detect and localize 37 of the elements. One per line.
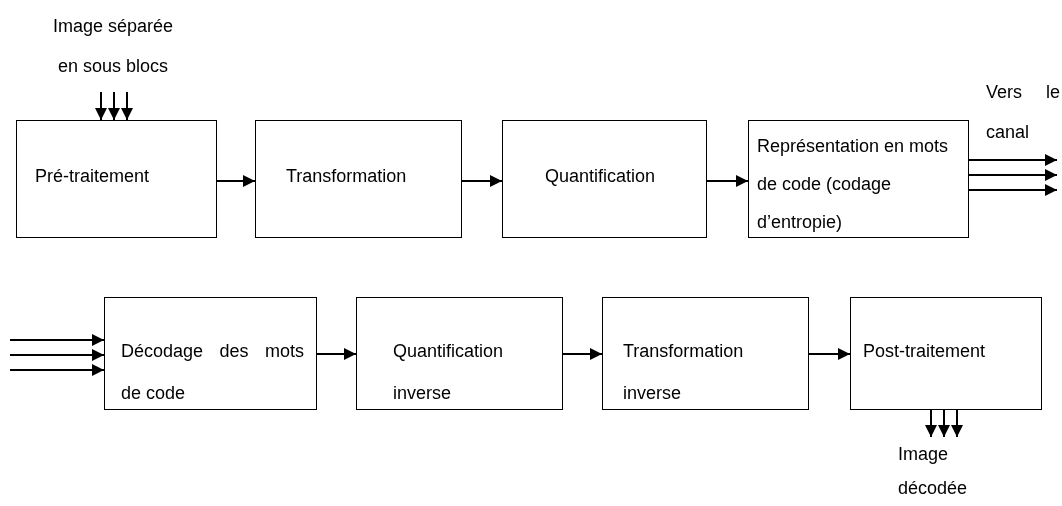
arrow [316, 348, 357, 360]
note-label: Vers le canal [986, 81, 1060, 144]
box-label: Quantification inverse [393, 340, 505, 405]
text-label: Image séparée en sous blocs [48, 6, 178, 92]
arrow [9, 364, 105, 376]
box-label: Transformation inverse [623, 340, 745, 405]
process-box [16, 120, 217, 238]
process-box [748, 120, 969, 238]
arrow [9, 334, 105, 346]
arrow [95, 91, 107, 121]
arrow [808, 348, 851, 360]
box-label: Pré-traitement [35, 165, 151, 188]
box-label: Transformation [286, 165, 408, 188]
process-box [602, 297, 809, 410]
box-label: Représentation en mots de code (codage d’entropie) [757, 135, 950, 234]
arrow [968, 154, 1058, 166]
arrow [562, 348, 603, 360]
arrow [9, 349, 105, 361]
arrow [461, 175, 503, 187]
arrow [968, 184, 1058, 196]
box-label: Quantification [545, 165, 657, 188]
text-label: Image décodée [898, 437, 988, 505]
arrow [925, 409, 937, 438]
arrow [121, 91, 133, 121]
process-box [104, 297, 317, 410]
arrow [968, 169, 1058, 181]
process-box [502, 120, 707, 238]
arrow [108, 91, 120, 121]
process-box [850, 297, 1042, 410]
process-box [255, 120, 462, 238]
box-label: Décodage des mots de code [121, 340, 304, 405]
arrow [216, 175, 256, 187]
arrow [706, 175, 749, 187]
arrow [951, 409, 963, 438]
arrow [938, 409, 950, 438]
box-label: Post-traitement [863, 340, 987, 363]
process-box [356, 297, 563, 410]
